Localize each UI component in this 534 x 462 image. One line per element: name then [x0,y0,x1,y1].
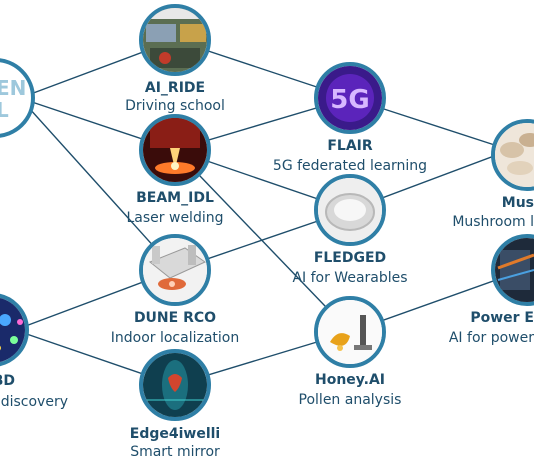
hub-title: EN [0,76,26,100]
node-subtitle: AI for Wearables [292,270,407,286]
node-title: AI_RIDE [145,80,205,96]
node-subtitle: discovery [1,394,68,410]
node-flair[interactable]: 5G FLAIR 5G federated learning [273,62,427,174]
edge-hub-dune_rco [19,97,176,271]
node-subtitle: Indoor localization [111,330,239,346]
5g-network-icon: 5G [318,66,382,130]
node-title: Mus [502,195,534,211]
node-ai-ride[interactable]: AI_RIDE Driving school [125,4,225,114]
node-subtitle: AI for power [449,330,534,346]
node-fledged[interactable]: FLEDGED AI for Wearables [292,174,408,286]
node-power-e[interactable]: Power E AI for power [449,234,534,346]
wearable-device-icon [318,178,382,242]
node-title: FLAIR [327,138,373,154]
heart-scan-icon [143,353,207,417]
node-bd[interactable]: BD discovery [0,293,68,410]
node-subtitle: Driving school [125,98,225,114]
node-title: DUNE RCO [134,310,216,326]
driving-simulator-icon [143,8,207,72]
node-beam-idl[interactable]: BEAM_IDL Laser welding [127,114,224,226]
node-title: Honey.AI [315,372,385,388]
laser-welding-icon [143,118,207,182]
node-title: BD [0,373,15,389]
node-title: BEAM_IDL [136,190,214,206]
node-mushroom[interactable]: Mus Mushroom l [452,119,534,230]
node-honey-ai[interactable]: Honey.AI Pollen analysis [299,296,402,408]
hub-logo-icon: EN L [0,76,26,122]
node-edge4iwelli[interactable]: Edge4iwelli Smart mirror [130,349,220,460]
svg-text:5G: 5G [330,85,369,115]
node-hub[interactable]: EN L [0,58,35,138]
node-subtitle: Mushroom l [452,214,534,230]
honey-microscope-icon [318,300,382,364]
node-subtitle: Laser welding [127,210,224,226]
node-subtitle: Pollen analysis [299,392,402,408]
node-title: Power E [470,310,534,326]
node-dune-rco[interactable]: DUNE RCO Indoor localization [111,234,239,346]
node-title: FLEDGED [314,250,386,266]
power-electronics-icon [495,238,534,302]
hub-subtitle: L [0,98,9,122]
node-title: Edge4iwelli [130,426,220,442]
edge-beam_idl-honey_ai [174,149,351,333]
node-subtitle: 5G federated learning [273,158,427,174]
connection-lines [14,39,511,386]
room-floorplan-icon [143,238,207,302]
node-subtitle: Smart mirror [130,444,220,460]
mushroom-icon [495,123,534,187]
